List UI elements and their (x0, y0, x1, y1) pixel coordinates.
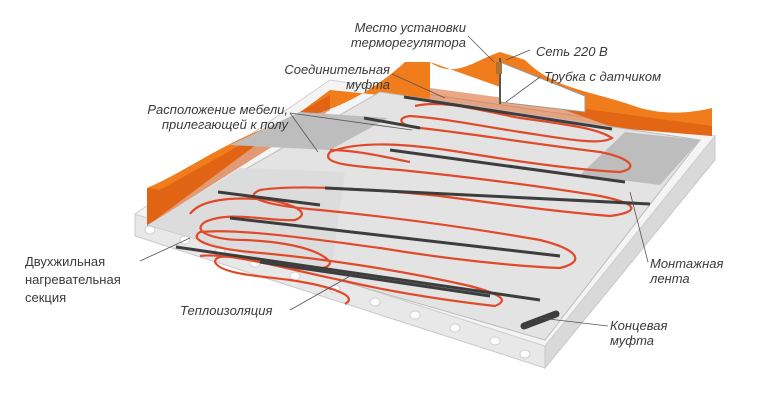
end-coupling-line-1: Концевая (610, 318, 668, 333)
mains-label: Сеть 220 В (536, 44, 608, 59)
heating-section-label: Двухжильная нагревательная секция (25, 253, 121, 307)
thermostat-place-line-1: Место установки (354, 20, 466, 35)
mounting-tape-line-2: лента (650, 271, 690, 286)
heating-section-line-1: Двухжильная (25, 254, 106, 269)
mounting-tapes (175, 95, 651, 302)
sensor-tube-label: Трубка с датчиком (544, 69, 661, 84)
furniture-line-2: прилегающей к полу (161, 117, 288, 132)
thermostat-place-label: Место установки терморегулятора (320, 20, 466, 50)
insulation-label: Теплоизоляция (180, 303, 273, 318)
heating-cable (189, 102, 633, 308)
end-coupling (520, 310, 560, 330)
coupling-line-1: Соединительная (284, 62, 390, 77)
furniture-line-1: Расположение мебели, (147, 102, 288, 117)
end-coupling-line-2: муфта (610, 333, 655, 348)
heating-section-line-2: нагревательная (25, 272, 121, 287)
thermostat-place-line-2: терморегулятора (350, 35, 466, 50)
coupling-line-2: муфта (345, 77, 390, 92)
mounting-tape-line-1: Монтажная (650, 256, 724, 271)
coupling-label: Соединительная муфта (262, 62, 390, 92)
heating-section-line-3: секция (25, 290, 67, 305)
end-coupling-label: Концевая муфта (610, 318, 667, 348)
thermostat-niche (496, 58, 586, 113)
mounting-tape-label: Монтажная лента (650, 256, 723, 286)
furniture-label: Расположение мебели, прилегающей к полу (104, 102, 288, 132)
leader-lines (139, 35, 649, 327)
